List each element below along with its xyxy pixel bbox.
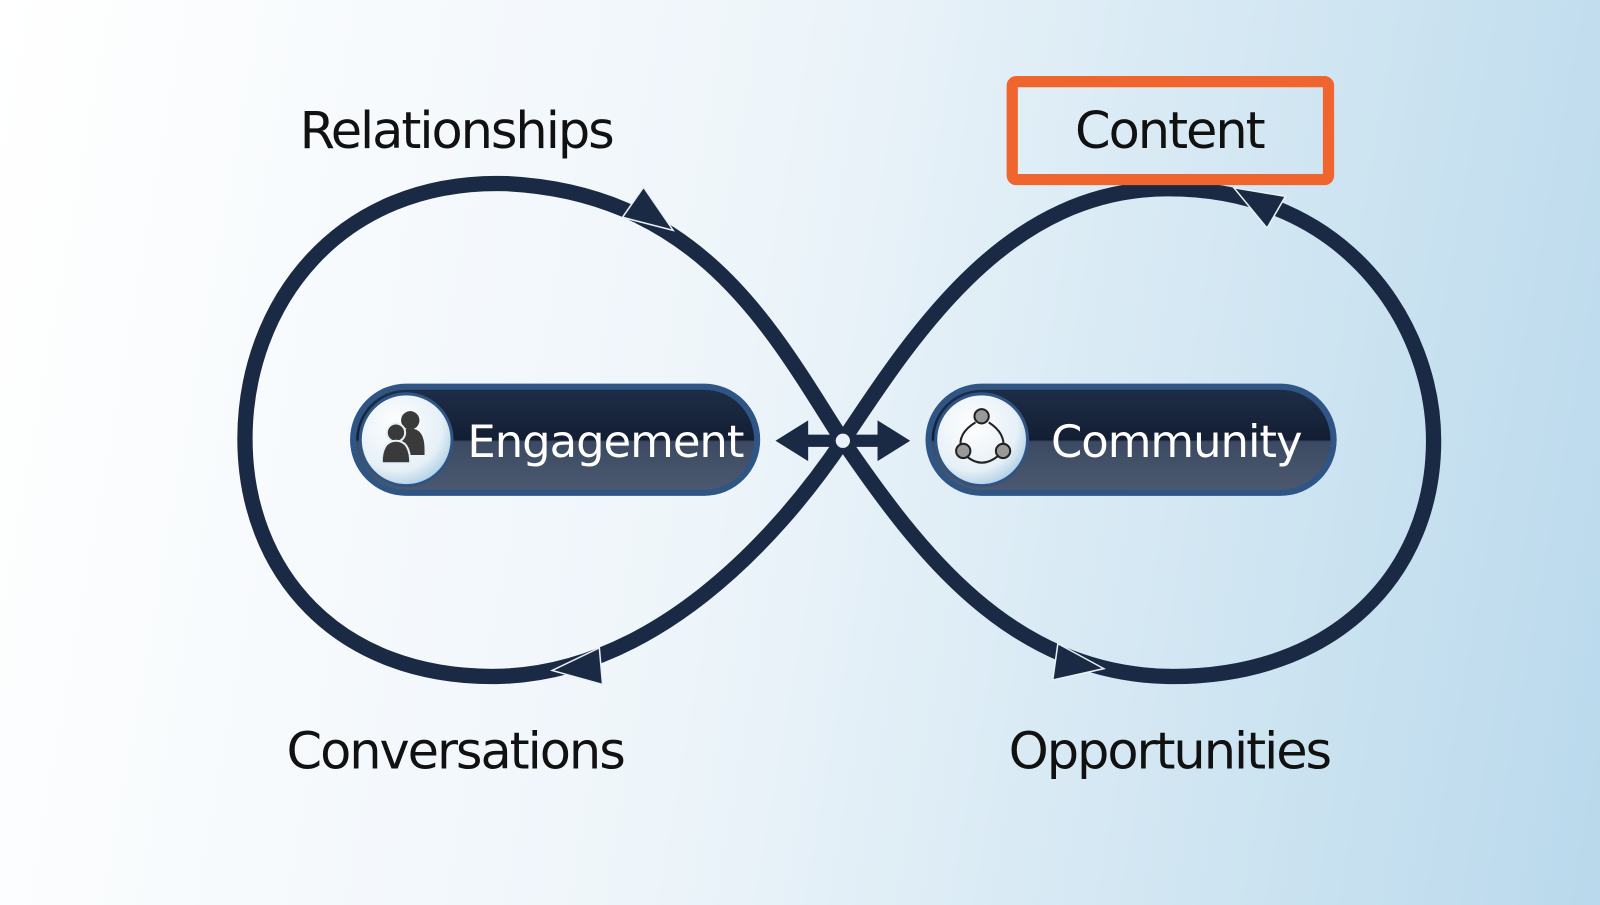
- community-pill: Community: [925, 383, 1337, 496]
- label-opportunities: Opportunities: [1009, 722, 1331, 781]
- center-bidirectional-arrow: [775, 420, 911, 462]
- arrow-icon: [621, 185, 675, 232]
- infinity-loop: [237, 175, 1442, 685]
- people-icon: [380, 411, 425, 465]
- engagement-label: Engagement: [467, 415, 743, 468]
- label-content: Content: [1075, 102, 1265, 161]
- arrow-icon: [1231, 186, 1287, 230]
- community-label: Community: [1051, 415, 1302, 468]
- network-cycle-icon: [955, 408, 1012, 464]
- arrow-icon: [1051, 642, 1106, 681]
- right-loop: [836, 181, 1442, 685]
- arrow-icon: [549, 646, 604, 686]
- engagement-pill: Engagement: [350, 383, 761, 496]
- label-conversations: Conversations: [287, 722, 625, 781]
- left-loop: [237, 175, 850, 685]
- content-highlight-box: [1006, 76, 1335, 186]
- label-relationships: Relationships: [300, 102, 614, 161]
